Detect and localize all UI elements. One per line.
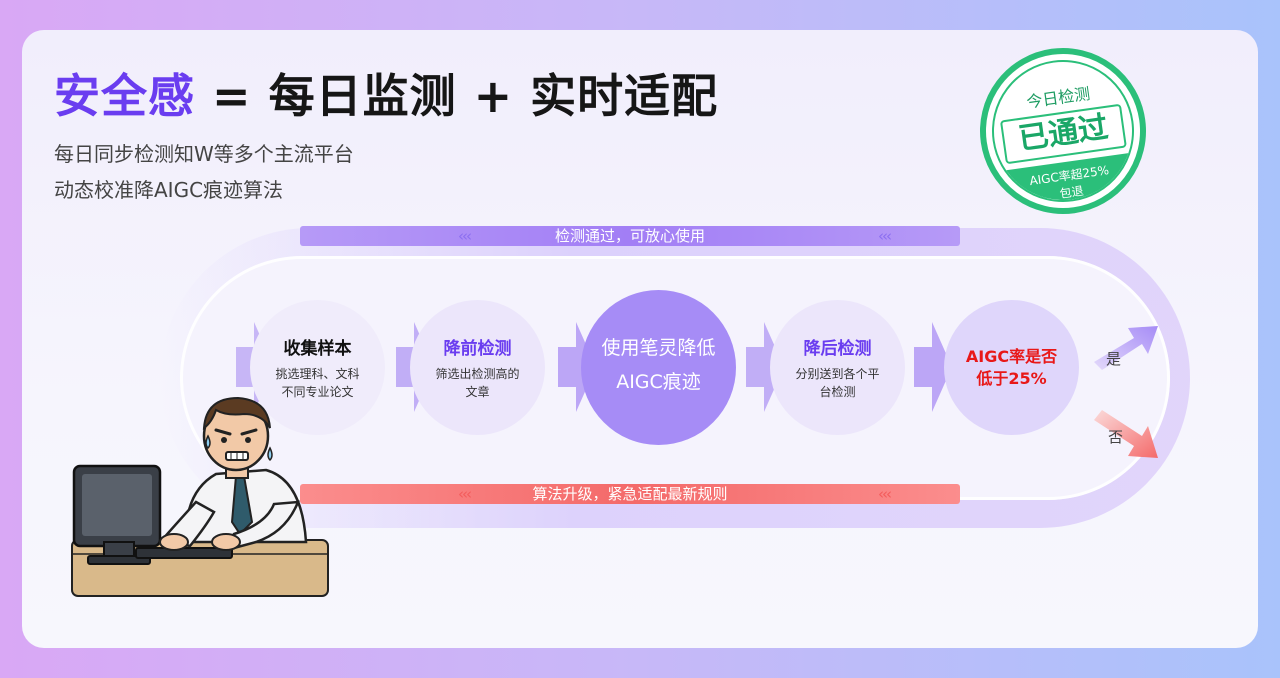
step-pre-check: 降前检测 筛选出检测高的 文章 [410,300,545,435]
step-collect-samples: 收集样本 挑选理科、文科 不同专业论文 [250,300,385,435]
loop-bottom-band: 算法升级，紧急适配最新规则 [300,484,960,504]
decision-line1: AIGC率是否 [965,346,1058,366]
title-rest: = 每日监测 + 实时适配 [195,69,719,123]
step-post-check: 降后检测 分别送到各个平 台检测 [770,300,905,435]
step-decision: AIGC率是否 低于25% [944,300,1079,435]
subtitle-1: 每日同步检测知W等多个主流平台 [54,142,354,166]
flow-arrow-icon [914,322,952,412]
stressed-worker-illustration [71,396,329,597]
step-desc-line1: 筛选出检测高的 [435,367,520,381]
decision-line2: 低于25% [976,368,1047,388]
step-title: 降后检测 [803,339,872,359]
no-arrow-icon [1094,410,1158,458]
branch-no-label: 否 [1108,428,1124,446]
step-desc-line2: 文章 [465,385,490,399]
chevron-left-icon: ‹‹‹ [878,227,892,245]
yes-arrow-icon [1094,326,1158,370]
step-title: 收集样本 [283,339,352,359]
step-title-line2: AIGC痕迹 [616,370,701,393]
loop-top-band: 检测通过，可放心使用 [300,226,960,246]
chevron-left-icon: ‹‹‹ [458,227,472,245]
step-desc-line1: 挑选理科、文科 [275,367,360,381]
page-title: 安全感 = 每日监测 + 实时适配 [54,60,718,126]
step-desc-line1: 分别送到各个平 [795,367,880,381]
branch-yes-label: 是 [1106,350,1122,368]
step-desc-line2: 不同专业论文 [281,385,354,399]
step-desc-line2: 台检测 [819,385,856,399]
step-title-line1: 使用笔灵降低 [601,336,716,359]
flow-arrow-icon [558,322,596,412]
step-title: 降前检测 [443,339,512,359]
stamp-ring: 今日检测 已通过 AIGC率超25% 包退 [982,50,1144,212]
chevron-left-icon: ‹‹‹ [878,485,892,503]
flow-arrow-icon [746,322,784,412]
step-reduce-aigc: 使用笔灵降低 AIGC痕迹 [581,290,736,445]
subtitle-2: 动态校准降AIGC痕迹算法 [54,178,284,202]
title-accent: 安全感 [54,69,195,123]
chevron-left-icon: ‹‹‹ [458,485,472,503]
